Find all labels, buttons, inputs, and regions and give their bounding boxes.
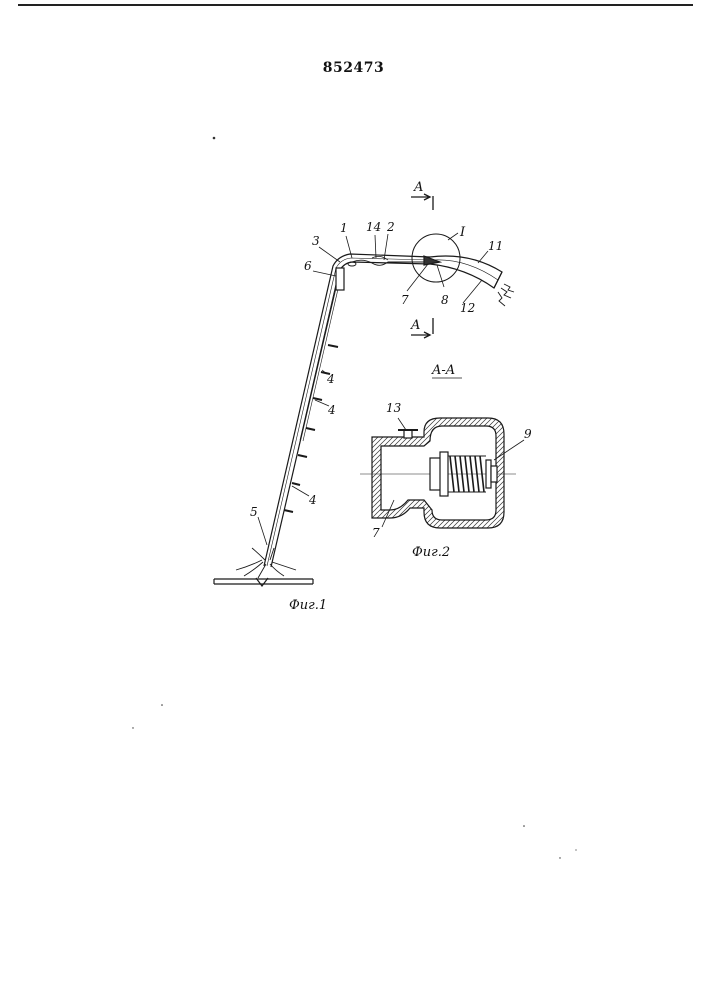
label-2: 2 [386,220,395,234]
label-6: 6 [304,259,312,273]
label-3: 3 [312,234,320,248]
arc-sparks [236,548,296,578]
detail-label-I: I [459,225,466,240]
label-4a: 4 [326,372,335,386]
label-4b: 4 [327,403,336,417]
section-mark-top: A [413,180,423,195]
label-1: 1 [340,221,348,235]
figure-1-labels: 1 14 2 3 6 4 4 4 5 7 8 11 12 I A A Фиг.1 [250,180,503,613]
label-13: 13 [386,401,402,415]
section-line-aa [411,194,433,338]
scan-specks [132,137,576,859]
end-nut [491,466,497,482]
label-8: 8 [441,293,449,307]
figure-2 [360,418,524,528]
sleeve-6 [336,268,344,290]
figure-1-caption: Фиг.1 [289,598,327,613]
figure-2-caption: Фиг.2 [412,545,450,560]
wire-feeder [348,256,430,266]
label-12: 12 [460,301,475,315]
end-plate [486,460,491,488]
label-4c: 4 [308,493,317,507]
label-14: 14 [366,220,381,234]
label-11: 11 [488,239,503,253]
shaft-collar [440,452,448,496]
label-7-fig2: 7 [372,526,380,540]
figure-2-labels: A-A 13 9 7 Фиг.2 [372,363,532,560]
section-title-aa: A-A [431,363,455,378]
label-5: 5 [250,505,258,519]
nozzle [424,256,502,288]
section-mark-bottom: A [410,318,420,333]
label-7: 7 [401,293,409,307]
label-9: 9 [524,427,532,441]
nozzle-sparks [498,284,514,306]
tube-collars [284,345,338,512]
base-plate [214,578,313,586]
